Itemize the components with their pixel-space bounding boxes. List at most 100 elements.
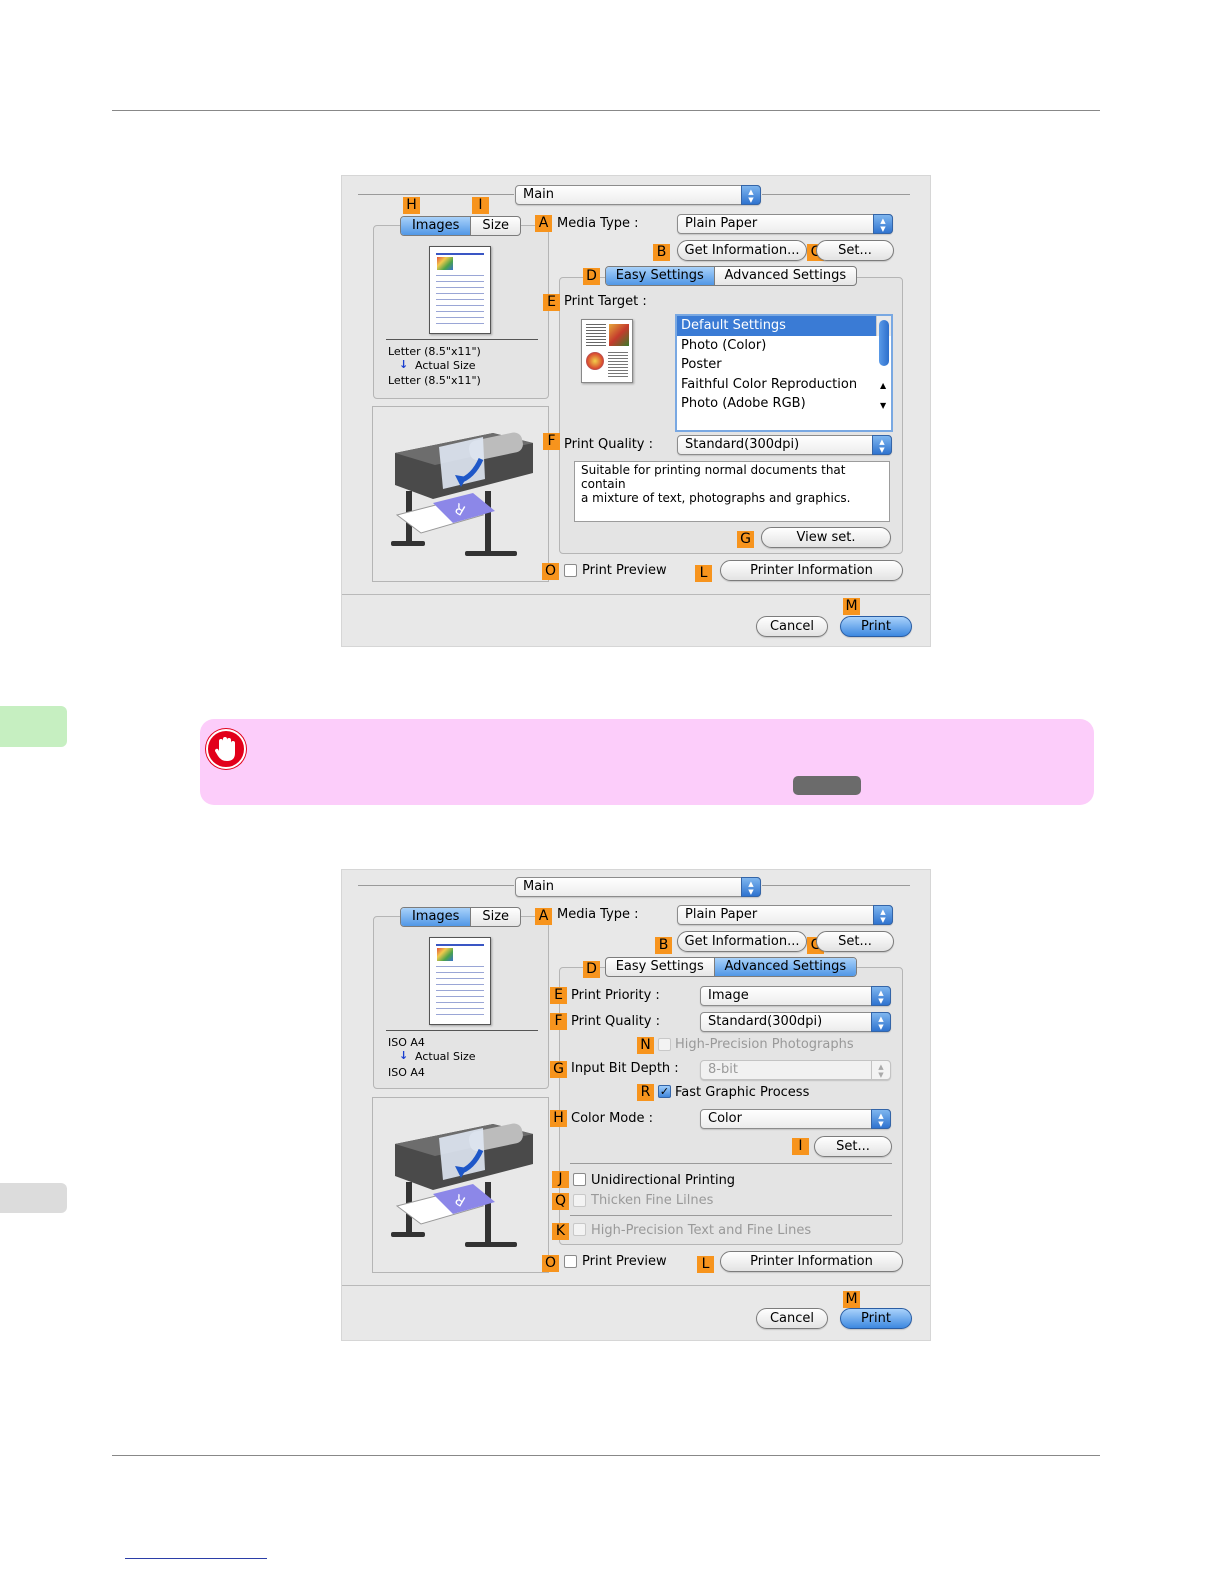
view-set-button[interactable]: View set. bbox=[761, 527, 891, 548]
fast-graphic-label: Fast Graphic Process bbox=[675, 1085, 810, 1100]
thicken-lines-checkbox[interactable] bbox=[573, 1194, 586, 1207]
preview-tabs[interactable]: Images Size bbox=[400, 907, 521, 927]
print-button[interactable]: Print bbox=[840, 616, 912, 637]
tag-l: L bbox=[695, 565, 712, 582]
tag-f: F bbox=[550, 1013, 567, 1030]
get-information-button[interactable]: Get Information... bbox=[677, 240, 807, 261]
tag-q: Q bbox=[552, 1193, 569, 1210]
media-type-label: Media Type : bbox=[557, 907, 639, 922]
footer-link-underline[interactable] bbox=[125, 1558, 267, 1559]
tag-o: O bbox=[542, 563, 559, 580]
tag-a: A bbox=[535, 215, 552, 232]
media-set-button[interactable]: Set... bbox=[816, 240, 894, 261]
media-type-value: Plain Paper bbox=[685, 907, 758, 922]
quality-description: Suitable for printing normal documents t… bbox=[574, 461, 890, 522]
print-dialog-advanced-settings: Main ▲▼ Images Size ISO A4 ↓ Actual Size… bbox=[341, 869, 931, 1341]
tag-i: I bbox=[792, 1138, 809, 1155]
print-preview-checkbox[interactable] bbox=[564, 564, 577, 577]
header-rule-left bbox=[358, 194, 514, 195]
list-item[interactable]: Poster bbox=[681, 357, 722, 372]
updown-arrows-icon: ▲▼ bbox=[871, 1012, 891, 1032]
fast-graphic-checkbox[interactable]: ✓ bbox=[658, 1085, 671, 1098]
preview-tabs[interactable]: Images Size bbox=[400, 216, 521, 236]
scroll-thumb[interactable] bbox=[879, 320, 889, 366]
input-bit-depth-label: Input Bit Depth : bbox=[571, 1061, 679, 1076]
size-from: ISO A4 bbox=[388, 1036, 425, 1049]
size-divider bbox=[386, 1030, 538, 1031]
printer-information-button[interactable]: Printer Information bbox=[720, 560, 903, 581]
media-type-select[interactable]: Plain Paper ▲▼ bbox=[677, 214, 893, 234]
list-item[interactable]: Default Settings bbox=[677, 316, 891, 336]
tag-a: A bbox=[535, 908, 552, 925]
printer-illustration: R bbox=[391, 432, 533, 556]
high-precision-text-label: High-Precision Text and Fine Lines bbox=[591, 1223, 812, 1238]
tab-size[interactable]: Size bbox=[470, 908, 520, 926]
updown-arrows-icon: ▲▼ bbox=[873, 905, 893, 925]
printer-information-button[interactable]: Printer Information bbox=[720, 1251, 903, 1272]
scroll-up-icon[interactable]: ▲ bbox=[880, 381, 887, 390]
print-preview-checkbox[interactable] bbox=[564, 1255, 577, 1268]
size-to: ISO A4 bbox=[388, 1066, 425, 1079]
updown-arrows-icon: ▲▼ bbox=[871, 1060, 891, 1080]
updown-arrows-icon: ▲▼ bbox=[741, 185, 761, 205]
tag-g: G bbox=[737, 531, 754, 548]
important-hand-icon bbox=[206, 729, 246, 769]
top-rule bbox=[112, 110, 1100, 111]
cancel-button[interactable]: Cancel bbox=[756, 1308, 828, 1329]
print-target-list[interactable]: Default Settings Photo (Color) Poster Fa… bbox=[675, 314, 893, 432]
tag-j: J bbox=[552, 1171, 569, 1188]
tab-easy-settings[interactable]: Easy Settings bbox=[606, 267, 714, 285]
color-mode-select[interactable]: Color ▲▼ bbox=[700, 1109, 891, 1129]
print-button[interactable]: Print bbox=[840, 1308, 912, 1329]
tab-images[interactable]: Images bbox=[401, 217, 471, 235]
scroll-down-icon[interactable]: ▼ bbox=[880, 401, 887, 410]
mode-tabs[interactable]: Easy Settings Advanced Settings bbox=[605, 266, 857, 286]
section-tab bbox=[0, 1183, 67, 1213]
tab-advanced-settings[interactable]: Advanced Settings bbox=[713, 958, 856, 976]
media-type-select[interactable]: Plain Paper ▲▼ bbox=[677, 905, 893, 925]
tab-easy-settings[interactable]: Easy Settings bbox=[615, 959, 704, 974]
input-bit-depth-select[interactable]: 8-bit ▲▼ bbox=[700, 1060, 891, 1080]
mode-tabs[interactable]: Easy Settings Advanced Settings bbox=[605, 957, 857, 977]
print-quality-select[interactable]: Standard(300dpi) ▲▼ bbox=[677, 435, 892, 455]
cancel-button[interactable]: Cancel bbox=[756, 616, 828, 637]
list-scrollbar[interactable]: ▲ ▼ bbox=[876, 316, 891, 410]
high-precision-text-checkbox[interactable] bbox=[573, 1223, 586, 1236]
tag-e: E bbox=[550, 987, 567, 1004]
description-line: Suitable for printing normal documents t… bbox=[581, 463, 846, 491]
list-item[interactable]: Photo (Color) bbox=[681, 337, 767, 353]
tag-r: R bbox=[637, 1084, 654, 1101]
tag-l: L bbox=[697, 1256, 714, 1273]
tag-b: B bbox=[655, 937, 672, 954]
media-set-button[interactable]: Set... bbox=[816, 931, 894, 952]
chapter-tab bbox=[0, 706, 67, 747]
tag-d: D bbox=[583, 961, 600, 978]
thumb-image bbox=[437, 257, 453, 270]
print-target-label: Print Target : bbox=[564, 294, 647, 309]
pane-select-value: Main bbox=[523, 879, 555, 894]
print-quality-label: Print Quality : bbox=[564, 437, 654, 452]
pane-select[interactable]: Main ▲▼ bbox=[515, 877, 761, 897]
media-type-label: Media Type : bbox=[557, 216, 639, 231]
color-set-button[interactable]: Set... bbox=[814, 1136, 892, 1157]
print-priority-select[interactable]: Image ▲▼ bbox=[700, 986, 891, 1006]
high-precision-photos-checkbox[interactable] bbox=[658, 1038, 671, 1051]
pane-select[interactable]: Main ▲▼ bbox=[515, 185, 761, 205]
unidirectional-checkbox[interactable] bbox=[573, 1173, 586, 1186]
get-information-button[interactable]: Get Information... bbox=[677, 931, 807, 952]
list-item[interactable]: Faithful Color Reproduction bbox=[681, 376, 858, 392]
tab-size[interactable]: Size bbox=[470, 217, 520, 235]
tab-advanced-settings[interactable]: Advanced Settings bbox=[713, 267, 856, 285]
tag-o: O bbox=[542, 1255, 559, 1272]
print-quality-select[interactable]: Standard(300dpi) ▲▼ bbox=[700, 1012, 891, 1032]
note-link-button[interactable] bbox=[793, 776, 861, 795]
arrow-down-icon: ↓ bbox=[399, 358, 409, 371]
tab-images[interactable]: Images bbox=[401, 908, 471, 926]
print-dialog-easy-settings: Main ▲▼ H I Images Size Letter (8.5"x11"… bbox=[341, 175, 931, 647]
header-rule-left bbox=[358, 885, 514, 886]
tag-h: H bbox=[403, 197, 420, 214]
list-item[interactable]: Photo (Adobe RGB) bbox=[681, 396, 806, 411]
print-preview-label: Print Preview bbox=[582, 563, 667, 578]
tag-g: G bbox=[550, 1061, 567, 1078]
print-preview-label: Print Preview bbox=[582, 1254, 667, 1269]
